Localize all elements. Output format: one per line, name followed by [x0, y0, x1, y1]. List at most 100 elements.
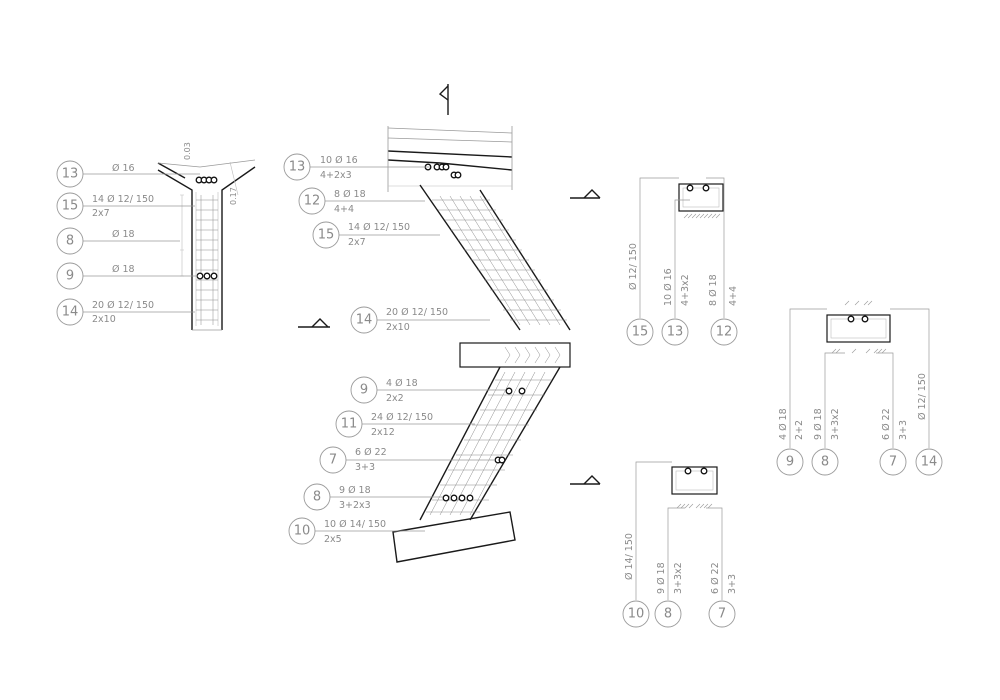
cross-section-lower: Ø 14/ 150 9 Ø 18 3+3x2 6 Ø 22 3+3 10 8 7 [622, 461, 738, 628]
section-marker-upper-right [570, 189, 601, 199]
main-callout-12-text: 8 Ø 18 [334, 189, 366, 200]
elev-callout-15-sub: 2x7 [92, 208, 110, 219]
main-callout-7-mark: 7 [329, 453, 337, 468]
main-callout-9: 9 4 Ø 18 2x2 [350, 376, 505, 404]
main-section: 13 10 Ø 16 4+2x3 12 8 Ø 18 4+4 15 14 Ø 1… [283, 126, 571, 563]
main-callout-10-mark: 10 [294, 524, 311, 539]
cs-upper-12-sub: 4+4 [728, 286, 739, 306]
main-callout-15: 15 14 Ø 12/ 150 2x7 [312, 221, 440, 249]
cs-middle-9-text: 4 Ø 18 [778, 408, 789, 440]
elev-callout-15-mark: 15 [62, 199, 79, 214]
cs-upper-callout-15: 15 [626, 318, 654, 346]
main-callout-13-sub: 4+2x3 [320, 170, 352, 181]
elev-callout-14-text: 20 Ø 12/ 150 [92, 300, 154, 311]
main-callout-14-sub: 2x10 [386, 322, 410, 333]
main-callout-14: 14 20 Ø 12/ 150 2x10 [350, 306, 490, 334]
main-callout-15-text: 14 Ø 12/ 150 [348, 222, 410, 233]
elev-callout-13-mark: 13 [62, 167, 79, 182]
main-callout-7-sub: 3+3 [355, 462, 375, 473]
main-callout-11-text: 24 Ø 12/ 150 [371, 412, 433, 423]
section-marker-top [438, 84, 449, 115]
elev-callout-9-text: Ø 18 [112, 264, 135, 275]
main-callout-13: 13 10 Ø 16 4+2x3 [283, 153, 430, 181]
main-callout-12: 12 8 Ø 18 4+4 [298, 187, 425, 215]
section-marker-left [298, 318, 330, 328]
cs-middle-callout-9: 9 [776, 448, 804, 476]
dim-017: 0.17 [229, 187, 238, 205]
dim-003: 0.03 [183, 142, 192, 160]
elev-callout-15-text: 14 Ø 12/ 150 [92, 194, 154, 205]
main-callout-12-mark: 12 [304, 194, 321, 209]
cs-upper-13-sub: 4+3x2 [680, 274, 691, 306]
elevation-section: 0.03 0.17 13 Ø 16 15 14 Ø 12/ 150 2x7 8 … [56, 142, 256, 331]
main-callout-15-sub: 2x7 [348, 237, 366, 248]
cs-middle-7-sub: 3+3 [898, 420, 909, 440]
elev-callout-14: 14 20 Ø 12/ 150 2x10 [56, 298, 195, 326]
main-callout-13-text: 10 Ø 16 [320, 155, 358, 166]
cross-section-upper: Ø 12/ 150 10 Ø 16 4+3x2 8 Ø 18 4+4 15 13… [626, 177, 739, 346]
cs-lower-callout-7: 7 [708, 600, 736, 628]
main-callout-8-mark: 8 [313, 490, 321, 505]
main-callout-11: 11 24 Ø 12/ 150 2x12 [335, 410, 475, 438]
cs-lower-7-text: 6 Ø 22 [710, 562, 721, 594]
main-callout-8-sub: 3+2x3 [339, 500, 371, 511]
main-callout-12-sub: 4+4 [334, 204, 354, 215]
cs-lower-8-sub: 3+3x2 [673, 562, 684, 594]
main-callout-9-text: 4 Ø 18 [386, 378, 418, 389]
cs-lower-7-sub: 3+3 [727, 574, 738, 594]
main-callout-7-text: 6 Ø 22 [355, 447, 387, 458]
main-callout-15-mark: 15 [318, 228, 335, 243]
cs-upper-13-text: 10 Ø 16 [663, 268, 674, 306]
elev-callout-14-mark: 14 [62, 305, 79, 320]
cs-upper-15-text: Ø 12/ 150 [628, 243, 639, 290]
cs-middle-7-text: 6 Ø 22 [881, 408, 892, 440]
main-callout-8: 8 9 Ø 18 3+2x3 [303, 483, 443, 511]
cs-middle-callout-8: 8 [811, 448, 839, 476]
main-callout-11-sub: 2x12 [371, 427, 395, 438]
cs-lower-8-mark: 8 [664, 607, 672, 622]
elev-callout-15: 15 14 Ø 12/ 150 2x7 [56, 192, 195, 220]
main-callout-10-text: 10 Ø 14/ 150 [324, 519, 386, 530]
cs-middle-9-mark: 9 [786, 455, 794, 470]
cs-middle-14-text: Ø 12/ 150 [917, 373, 928, 420]
main-callout-9-sub: 2x2 [386, 393, 404, 404]
cs-lower-10-mark: 10 [628, 607, 645, 622]
elev-callout-8: 8 Ø 18 [56, 227, 180, 255]
cs-upper-callout-12: 12 [710, 318, 738, 346]
cs-middle-callout-14: 14 [915, 448, 943, 476]
main-callout-8-text: 9 Ø 18 [339, 485, 371, 496]
main-callout-13-mark: 13 [289, 160, 306, 175]
cs-lower-callout-10: 10 [622, 600, 650, 628]
main-callout-11-mark: 11 [341, 417, 358, 432]
main-callout-9-mark: 9 [360, 383, 368, 398]
elev-callout-9: 9 Ø 18 [56, 262, 198, 290]
section-marker-lower-right [570, 475, 601, 485]
cs-upper-15-mark: 15 [632, 325, 649, 340]
cs-middle-9-sub: 2+2 [794, 420, 805, 440]
cs-upper-13-mark: 13 [667, 325, 684, 340]
cross-section-middle: 4 Ø 18 2+2 9 Ø 18 3+3x2 6 Ø 22 3+3 Ø 12/… [776, 300, 943, 476]
elev-callout-8-text: Ø 18 [112, 229, 135, 240]
elev-callout-8-mark: 8 [66, 234, 74, 249]
main-callout-10-sub: 2x5 [324, 534, 342, 545]
cs-middle-callout-7: 7 [879, 448, 907, 476]
elev-callout-9-mark: 9 [66, 269, 74, 284]
cs-middle-14-mark: 14 [921, 455, 938, 470]
main-callout-10: 10 10 Ø 14/ 150 2x5 [288, 517, 425, 545]
cs-lower-callout-8: 8 [654, 600, 682, 628]
cs-middle-8-text: 9 Ø 18 [813, 408, 824, 440]
cs-middle-8-mark: 8 [821, 455, 829, 470]
elev-callout-13-text: Ø 16 [112, 163, 135, 174]
cs-lower-8-text: 9 Ø 18 [656, 562, 667, 594]
cs-upper-callout-13: 13 [661, 318, 689, 346]
cs-lower-10-text: Ø 14/ 150 [624, 533, 635, 580]
main-callout-14-text: 20 Ø 12/ 150 [386, 307, 448, 318]
elev-callout-14-sub: 2x10 [92, 314, 116, 325]
main-callout-14-mark: 14 [356, 313, 373, 328]
cs-upper-12-mark: 12 [716, 325, 733, 340]
main-callout-7: 7 6 Ø 22 3+3 [319, 446, 495, 474]
cs-upper-12-text: 8 Ø 18 [708, 274, 719, 306]
cs-middle-7-mark: 7 [889, 455, 897, 470]
cs-lower-7-mark: 7 [718, 607, 726, 622]
